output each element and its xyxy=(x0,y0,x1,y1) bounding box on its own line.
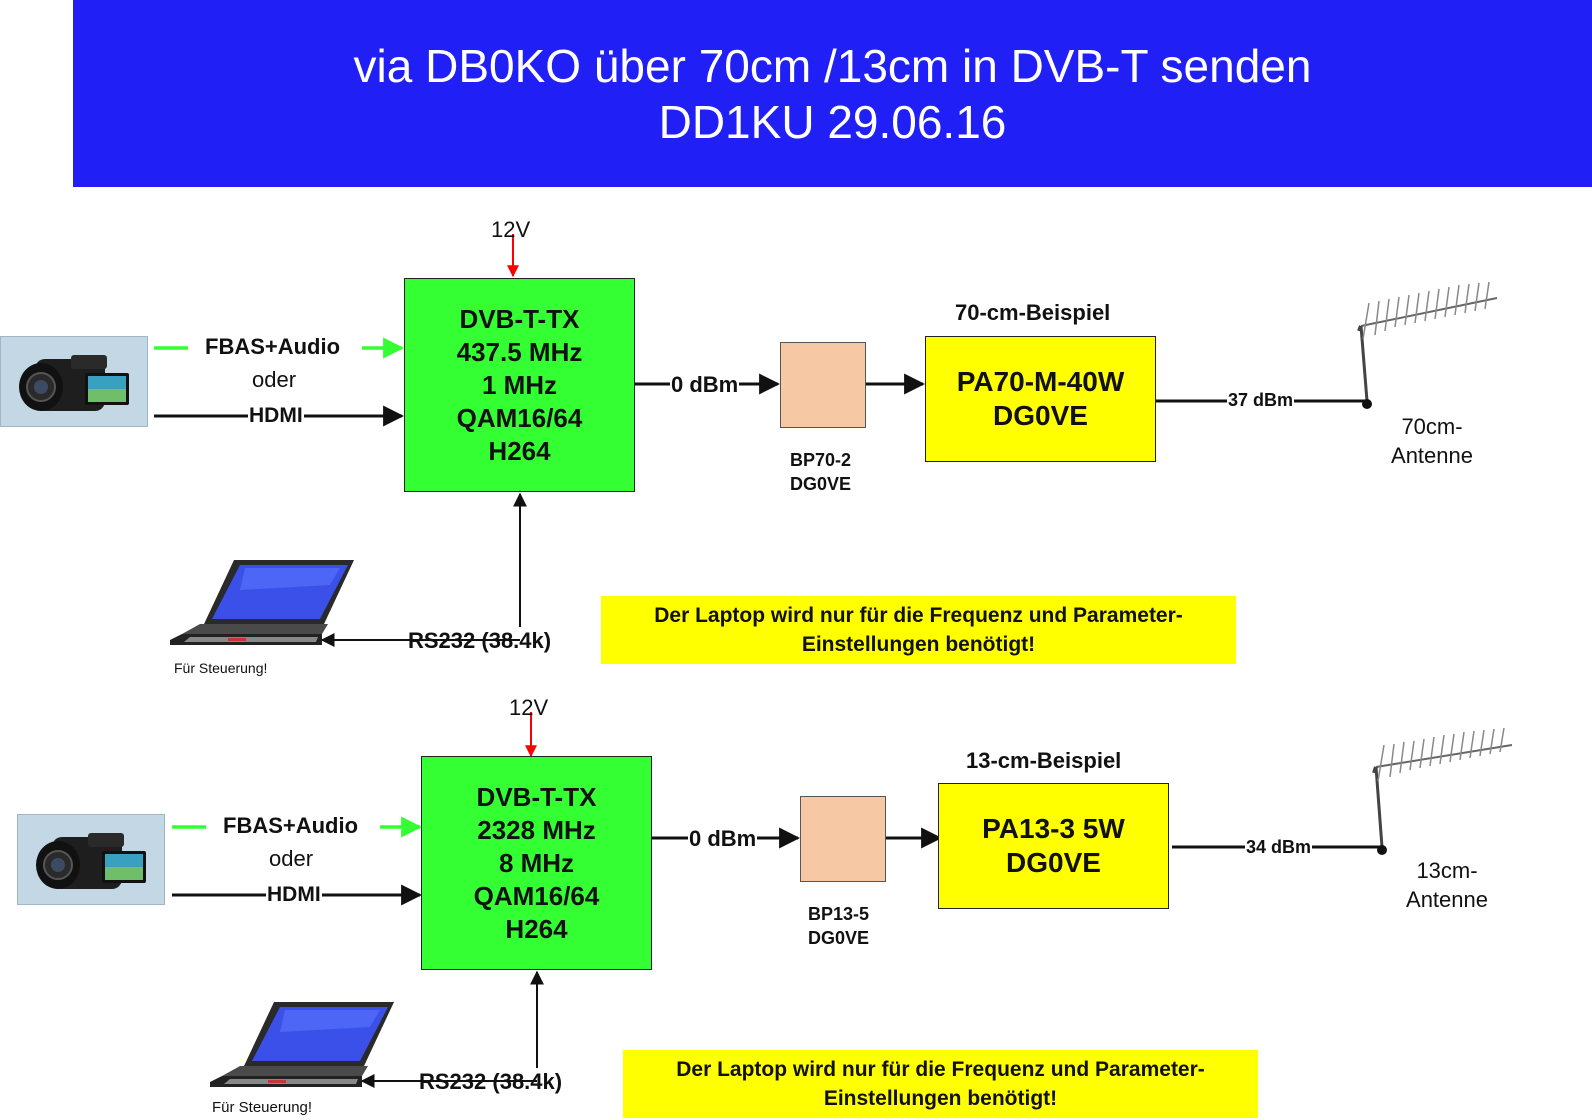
example-label: 70-cm-Beispiel xyxy=(955,300,1111,325)
fbas-label: FBAS+Audio xyxy=(205,334,341,359)
pa-out-label: 34 dBm xyxy=(1245,837,1313,858)
note-line-1: Der Laptop wird nur für die Frequenz und… xyxy=(654,604,1183,627)
hdmi-label: HDMI xyxy=(248,404,304,428)
dvbt-tx-block: DVB-T-TX 437.5 MHz 1 MHz QAM16/64 H264 xyxy=(404,278,635,492)
yagi-antenna-icon xyxy=(1372,727,1513,855)
laptop-icon xyxy=(170,560,354,645)
laptop-note: Der Laptop wird nur für die Frequenz und… xyxy=(601,596,1236,664)
antenna-line-2: Antenne xyxy=(1391,443,1473,468)
dvbt-tx-block: DVB-T-TX 2328 MHz 8 MHz QAM16/64 H264 xyxy=(421,756,652,970)
camcorder-icon xyxy=(19,355,129,411)
bandpass-filter-icon xyxy=(780,342,866,428)
tx-line-2: 437.5 MHz xyxy=(456,336,583,367)
rs232-label: RS232 (38.4k) xyxy=(408,628,552,653)
example-label: 13-cm-Beispiel xyxy=(966,748,1122,773)
filter-label: BP13-5 DG0VE xyxy=(808,902,869,950)
pa-out-label: 37 dBm xyxy=(1227,390,1295,411)
laptop-label: Für Steuerung! xyxy=(174,660,268,676)
antenna-line-2: Antenne xyxy=(1406,887,1488,912)
oder-label: oder xyxy=(269,846,314,871)
title-line-1: via DB0KO über 70cm /13cm in DVB-T sende… xyxy=(353,39,1312,92)
antenna-line-1: 13cm- xyxy=(1416,858,1478,883)
antenna-label: 70cm- Antenne xyxy=(1387,412,1477,470)
note-line-2: Einstellungen benötigt! xyxy=(823,1087,1058,1110)
note-line-2: Einstellungen benötigt! xyxy=(801,633,1036,656)
camcorder-box xyxy=(17,814,165,905)
filter-line-1: BP70-2 xyxy=(790,450,852,470)
pa-line-2: DG0VE xyxy=(1006,847,1101,878)
tx-out-label: 0 dBm xyxy=(688,826,758,852)
tx-out-label: 0 dBm xyxy=(670,372,740,398)
tx-line-3: 1 MHz xyxy=(481,369,558,400)
camcorder-icon xyxy=(36,833,146,889)
pa-line-1: PA13-3 5W xyxy=(982,813,1125,844)
tx-line-1: DVB-T-TX xyxy=(476,781,597,812)
hdmi-label: HDMI xyxy=(266,883,322,907)
laptop-note: Der Laptop wird nur für die Frequenz und… xyxy=(623,1050,1258,1118)
title-banner: via DB0KO über 70cm /13cm in DVB-T sende… xyxy=(73,0,1592,187)
fbas-label: FBAS+Audio xyxy=(223,813,359,838)
filter-line-2: DG0VE xyxy=(808,928,870,948)
pa-block: PA13-3 5W DG0VE xyxy=(938,783,1169,909)
title-line-2: DD1KU 29.06.16 xyxy=(658,95,1007,148)
filter-line-1: BP13-5 xyxy=(808,904,870,924)
tx-line-1: DVB-T-TX xyxy=(459,303,580,334)
tx-line-4: QAM16/64 xyxy=(473,880,600,911)
antenna-line-1: 70cm- xyxy=(1401,414,1463,439)
tx-line-2: 2328 MHz xyxy=(477,814,596,845)
tx-line-5: H264 xyxy=(505,913,568,944)
filter-line-2: DG0VE xyxy=(790,474,852,494)
bandpass-filter-icon xyxy=(800,796,886,882)
tx-line-3: 8 MHz xyxy=(498,847,575,878)
pa-block: PA70-M-40W DG0VE xyxy=(925,336,1156,462)
power-label: 12V xyxy=(509,695,549,720)
laptop-label: Für Steuerung! xyxy=(212,1099,313,1116)
laptop-icon xyxy=(210,1002,394,1087)
tx-line-5: H264 xyxy=(488,435,551,466)
filter-label: BP70-2 DG0VE xyxy=(790,448,851,496)
camcorder-box xyxy=(0,336,148,427)
antenna-label: 13cm- Antenne xyxy=(1402,856,1492,914)
pa-line-2: DG0VE xyxy=(993,400,1088,431)
pa-line-1: PA70-M-40W xyxy=(956,366,1125,397)
note-line-1: Der Laptop wird nur für die Frequenz und… xyxy=(676,1058,1205,1081)
tx-line-4: QAM16/64 xyxy=(456,402,583,433)
yagi-antenna-icon xyxy=(1357,281,1498,409)
rs232-label: RS232 (38.4k) xyxy=(419,1069,563,1094)
power-label: 12V xyxy=(491,217,531,242)
oder-label: oder xyxy=(252,367,297,392)
